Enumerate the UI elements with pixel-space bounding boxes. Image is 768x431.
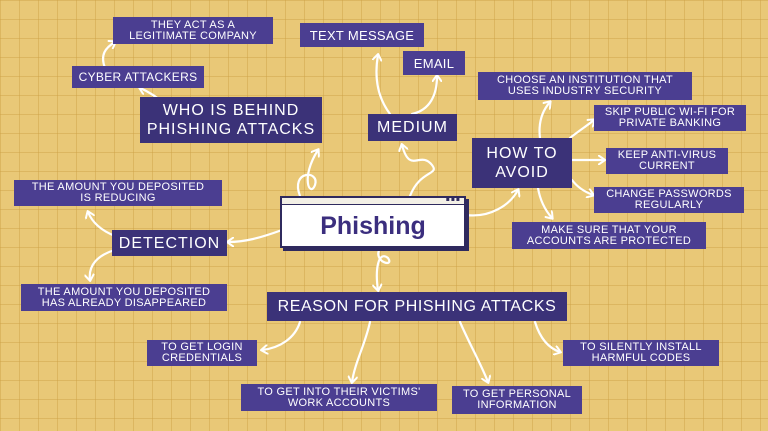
reason-item-personal-info: TO GET PERSONAL INFORMATION (452, 386, 582, 414)
arrow-detection-to-reducing (88, 212, 117, 238)
detection-item-reducing: THE AMOUNT YOU DEPOSITED IS REDUCING (14, 180, 222, 206)
arrow-center-to-reason (377, 246, 391, 290)
who-item-cyber-attackers: CYBER ATTACKERS (72, 66, 204, 88)
medium-item-text-message: TEXT MESSAGE (300, 23, 424, 47)
arrow-cyber-to-legit (101, 42, 115, 70)
arrow-avoid-to-wifi (568, 120, 594, 140)
detection-item-disappeared: THE AMOUNT YOU DEPOSITED HAS ALREADY DIS… (21, 284, 227, 311)
arrow-reason-to-install (533, 320, 560, 352)
reason-node: REASON FOR PHISHING ATTACKS (267, 292, 567, 321)
who-node: WHO IS BEHIND PHISHING ATTACKS (140, 97, 322, 143)
arrow-medium-to-text (377, 55, 392, 116)
center-window-titlebar: ▪▪▪ (282, 196, 464, 205)
center-node: ▪▪▪ Phishing (280, 196, 466, 248)
arrow-avoid-to-passwords (570, 178, 593, 195)
arrow-reason-to-personal (458, 320, 488, 382)
reason-item-work-accounts: TO GET INTO THEIR VICTIMS' WORK ACCOUNTS (241, 384, 437, 411)
center-label: Phishing (320, 211, 426, 240)
avoid-node: HOW TO AVOID (472, 138, 572, 188)
medium-node: MEDIUM (368, 114, 457, 141)
who-item-legitimate-company: THEY ACT AS A LEGITIMATE COMPANY (113, 17, 273, 44)
arrow-avoid-to-accounts (536, 186, 552, 218)
avoid-item-antivirus: KEEP ANTI-VIRUS CURRENT (606, 148, 728, 174)
arrow-reason-to-work (352, 320, 372, 382)
arrow-center-to-detection (228, 228, 284, 242)
arrow-center-to-medium (402, 145, 435, 198)
arrow-avoid-to-choose (538, 102, 550, 140)
arrow-medium-to-email (410, 76, 437, 116)
arrow-detection-to-disappeared (90, 248, 117, 280)
reason-item-login: TO GET LOGIN CREDENTIALS (147, 340, 257, 366)
medium-item-email: EMAIL (403, 51, 465, 75)
window-controls-icon: ▪▪▪ (445, 196, 461, 203)
avoid-item-passwords: CHANGE PASSWORDS REGULARLY (594, 187, 744, 213)
arrow-center-to-who (296, 150, 318, 198)
detection-node: DETECTION (112, 230, 227, 256)
arrow-center-to-avoid (464, 190, 518, 217)
avoid-item-public-wifi: SKIP PUBLIC WI-FI FOR PRIVATE BANKING (594, 105, 746, 131)
reason-item-install-codes: TO SILENTLY INSTALL HARMFUL CODES (563, 340, 719, 366)
avoid-item-institution: CHOOSE AN INSTITUTION THAT USES INDUSTRY… (478, 72, 692, 100)
arrow-reason-to-login (262, 320, 302, 350)
avoid-item-accounts-protected: MAKE SURE THAT YOUR ACCOUNTS ARE PROTECT… (512, 222, 706, 249)
